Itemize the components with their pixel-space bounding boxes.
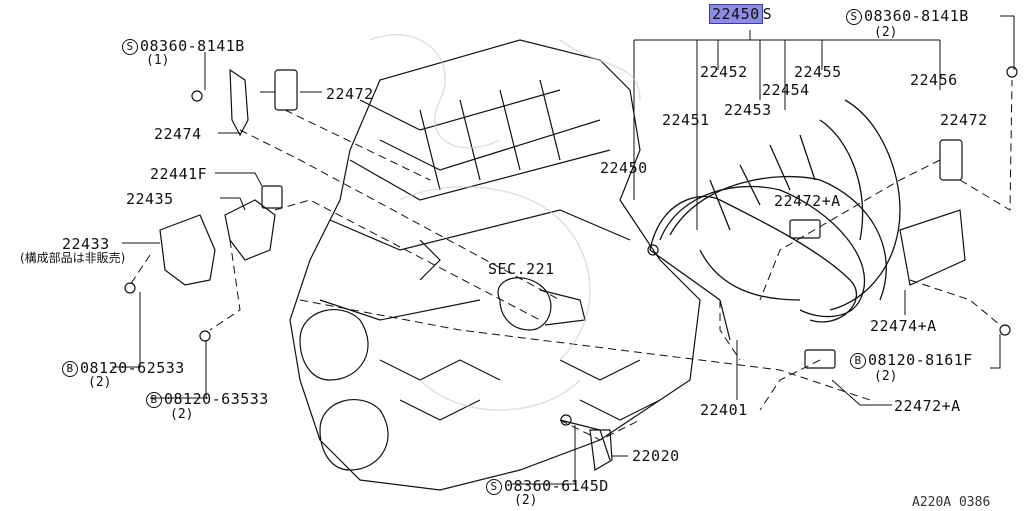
- part-label-22474a[interactable]: 22474+A: [870, 317, 937, 335]
- section-reference-sec221[interactable]: SEC.221: [488, 260, 555, 278]
- guide-lines: [129, 79, 1013, 441]
- part-label-22472-left[interactable]: 22472: [326, 85, 374, 103]
- part-label-22451[interactable]: 22451: [662, 111, 710, 129]
- highlighted-part-number[interactable]: 22450: [709, 4, 763, 24]
- part-label-22474[interactable]: 22474: [154, 125, 202, 143]
- ignition-wires: [649, 99, 901, 323]
- bolt-number-bottom-center[interactable]: 08360-6145D: [504, 477, 609, 495]
- part-label-22401[interactable]: 22401: [700, 401, 748, 419]
- bolt-symbol-bottom-center: S: [486, 479, 502, 495]
- part-label-22453[interactable]: 22453: [724, 101, 772, 119]
- highlight-suffix: S: [762, 5, 773, 23]
- part-label-22472-right[interactable]: 22472: [940, 111, 988, 129]
- bolt-qty-b2: (2): [170, 407, 194, 422]
- leader-lines: [112, 15, 1015, 485]
- figure-code: A220A 0386: [912, 495, 991, 510]
- part-label-22450[interactable]: 22450: [600, 159, 648, 177]
- bolt-qty-bottom-right: (2): [874, 369, 898, 384]
- bolt-number-bottom-right[interactable]: 08120-8161F: [868, 351, 973, 369]
- part-label-22472a-bottom[interactable]: 22472+A: [894, 397, 961, 415]
- watermark: [369, 34, 641, 411]
- bolt-qty-top-left: (1): [146, 53, 170, 68]
- part-label-22455[interactable]: 22455: [794, 63, 842, 81]
- part-label-22472a-top[interactable]: 22472+A: [774, 192, 841, 210]
- bolt-number-top-right[interactable]: 08360-8141B: [864, 7, 969, 25]
- bolt-symbol-top-left: S: [122, 39, 138, 55]
- note-22433: (構成部品は非販売): [20, 251, 126, 265]
- part-label-22435[interactable]: 22435: [126, 190, 174, 208]
- bolt-number-top-left[interactable]: 08360-8141B: [140, 37, 245, 55]
- bolt-qty-bottom-center: (2): [514, 493, 538, 508]
- engine-outline: [289, 39, 701, 491]
- bolt-number-b2[interactable]: 08120-63533: [164, 390, 269, 408]
- bolt-qty-top-right: (2): [874, 25, 898, 40]
- part-label-22456[interactable]: 22456: [910, 71, 958, 89]
- part-label-22441f[interactable]: 22441F: [150, 165, 208, 183]
- component-shapes: [124, 66, 1018, 471]
- part-label-22433[interactable]: 22433: [62, 235, 110, 253]
- part-label-22454[interactable]: 22454: [762, 81, 810, 99]
- bolt-symbol-b2: B: [146, 392, 162, 408]
- bolt-symbol-b1: B: [62, 361, 78, 377]
- bolt-number-b1[interactable]: 08120-62533: [80, 359, 185, 377]
- part-label-22452[interactable]: 22452: [700, 63, 748, 81]
- bolt-qty-b1: (2): [88, 375, 112, 390]
- bolt-symbol-bottom-right: B: [850, 353, 866, 369]
- bolt-symbol-top-right: S: [846, 9, 862, 25]
- part-label-22020[interactable]: 22020: [632, 447, 680, 465]
